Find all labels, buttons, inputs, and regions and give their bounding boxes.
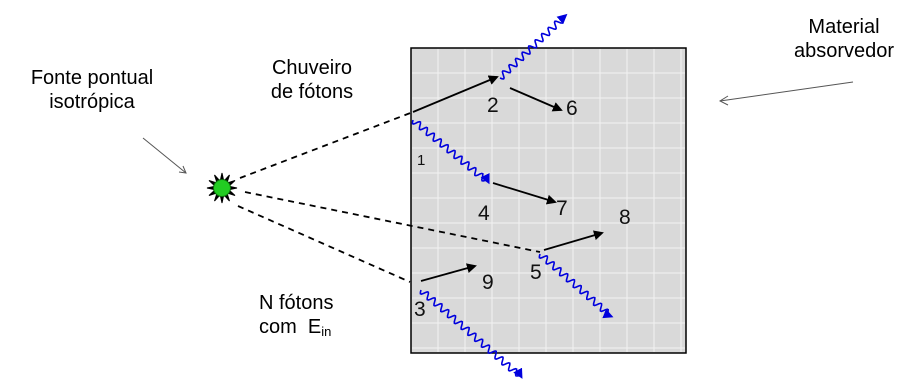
arrow-to-2	[412, 75, 499, 113]
arrow-to-8	[543, 230, 604, 251]
photon-path-lower	[237, 205, 411, 283]
number-9: 9	[482, 271, 494, 294]
number-5: 5	[530, 261, 542, 284]
material-label-line1: Material	[808, 16, 880, 38]
pointer-source-label	[142, 137, 187, 174]
number-6: 6	[566, 97, 578, 120]
number-3: 3	[414, 298, 426, 321]
green-starburst-icon	[206, 172, 238, 204]
number-2: 2	[487, 94, 499, 117]
pointer-material-head	[718, 95, 729, 106]
number-8: 8	[619, 206, 631, 229]
photons-label-line2: com Ein	[259, 315, 333, 344]
source-label-line2: isotrópica	[49, 91, 135, 113]
material-label-line2: absorvedor	[793, 40, 895, 62]
energy-symbol: E	[307, 316, 322, 338]
material-label: Material absorvedor	[776, 15, 912, 63]
photons-label-line1: N fótons	[259, 292, 334, 314]
shower-label-line2: de fótons	[270, 81, 354, 103]
photon-wave-1-to-4	[411, 119, 490, 185]
photons-prefix: com	[259, 316, 297, 338]
photon-path-upper	[239, 111, 414, 179]
arrow-to-6	[509, 87, 563, 112]
arrow-to-7	[492, 182, 557, 205]
photon-wave-5-out	[538, 253, 614, 319]
number-4: 4	[478, 202, 490, 225]
number-7: 7	[556, 197, 568, 220]
photon-wave-group	[411, 13, 614, 379]
photon-wave-3-escape-bottom	[419, 289, 523, 379]
photon-wave-escape-top	[499, 13, 568, 80]
arrow-to-9	[420, 263, 477, 282]
photons-label: N fótons com Ein	[259, 291, 333, 344]
source-label-line1: Fonte pontual	[30, 67, 154, 89]
shower-label: Chuveiro de fótons	[248, 56, 376, 104]
number-1: 1	[417, 152, 426, 169]
pointer-material-label	[719, 81, 854, 102]
pointer-source-head	[178, 165, 187, 174]
shower-label-line1: Chuveiro	[271, 57, 353, 79]
energy-subscript: in	[321, 324, 332, 339]
source-label: Fonte pontual isotrópica	[8, 66, 176, 114]
